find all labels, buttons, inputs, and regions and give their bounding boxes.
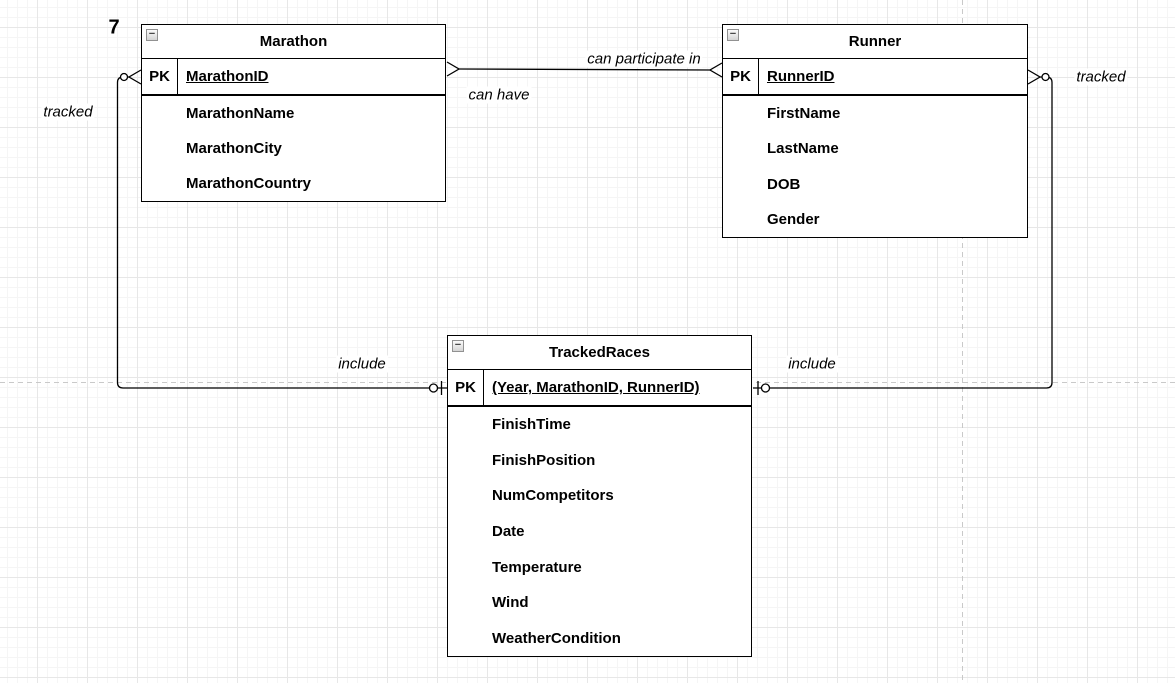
pk-row[interactable]: PK RunnerID (723, 59, 1027, 96)
edge-label-include-left[interactable]: include (336, 355, 388, 373)
optional-ring (760, 383, 771, 393)
pk-key-label[interactable]: PK (142, 59, 178, 94)
attribute-row[interactable]: MarathonCity (186, 140, 282, 157)
entity-title-label: TrackedRaces (549, 344, 650, 361)
attribute-row[interactable]: WeatherCondition (492, 629, 621, 647)
attribute-row[interactable]: Wind (492, 594, 529, 612)
edge-label-include-right[interactable]: include (786, 355, 838, 373)
attribute-row[interactable]: LastName (767, 140, 839, 158)
collapse-icon[interactable]: − (452, 340, 464, 352)
edge-label-can-have[interactable]: can have (466, 86, 532, 104)
pk-key-label[interactable]: PK (448, 370, 484, 405)
entity-marathon[interactable]: − Marathon PK MarathonID MarathonName Ma… (141, 24, 446, 202)
attribute-row[interactable]: MarathonName (186, 105, 295, 122)
pk-field-name[interactable]: MarathonID (186, 68, 269, 85)
attribute-row[interactable]: DOB (767, 175, 801, 193)
attribute-row[interactable]: Temperature (492, 558, 582, 576)
collapse-icon[interactable]: − (146, 29, 158, 41)
attribute-row[interactable]: MarathonCountry (186, 175, 311, 192)
attribute-row[interactable]: FinishTime (492, 416, 571, 434)
attribute-row[interactable]: NumCompetitors (492, 487, 614, 505)
entity-title-row[interactable]: − Runner (723, 25, 1027, 59)
attribute-row[interactable]: Date (492, 523, 525, 541)
optional-ring (119, 72, 129, 82)
edge-runner-trackedraces[interactable] (753, 69, 1053, 395)
attribute-row[interactable]: FinishPosition (492, 451, 596, 469)
pk-field-name[interactable]: RunnerID (767, 68, 835, 85)
entity-trackedraces[interactable]: − TrackedRaces PK (Year, MarathonID, Run… (447, 335, 752, 657)
pk-key-label[interactable]: PK (723, 59, 759, 94)
entity-title-label: Marathon (259, 33, 328, 50)
page-number-label[interactable]: 7 (108, 16, 120, 39)
pk-row[interactable]: PK MarathonID (142, 59, 445, 96)
optional-ring (1041, 72, 1050, 82)
crowsfoot-many-marathon-end (446, 61, 461, 77)
attribute-row[interactable]: FirstName (767, 105, 841, 123)
pk-field-name[interactable]: (Year, MarathonID, RunnerID) (492, 379, 700, 396)
entity-title-row[interactable]: − Marathon (142, 25, 445, 59)
entity-title-label: Runner (848, 33, 902, 50)
pk-row[interactable]: PK (Year, MarathonID, RunnerID) (448, 370, 751, 407)
collapse-icon[interactable]: − (727, 29, 739, 41)
crowsfoot-many-runner-end (708, 62, 723, 78)
crowsfoot-many-marathon-end (127, 69, 142, 85)
edge-marathon-runner[interactable] (446, 61, 723, 78)
edge-marathon-trackedraces[interactable] (116, 69, 448, 395)
entity-runner[interactable]: − Runner PK RunnerID FirstName LastName … (722, 24, 1028, 238)
crowsfoot-many-runner-end (1027, 69, 1042, 85)
edge-label-tracked-left[interactable]: tracked (41, 103, 95, 121)
optional-ring (428, 383, 439, 393)
entity-title-row[interactable]: − TrackedRaces (448, 336, 751, 370)
attribute-row[interactable]: Gender (767, 210, 820, 228)
edge-label-can-participate-in[interactable]: can participate in (585, 50, 703, 68)
edge-label-tracked-right[interactable]: tracked (1074, 68, 1128, 86)
